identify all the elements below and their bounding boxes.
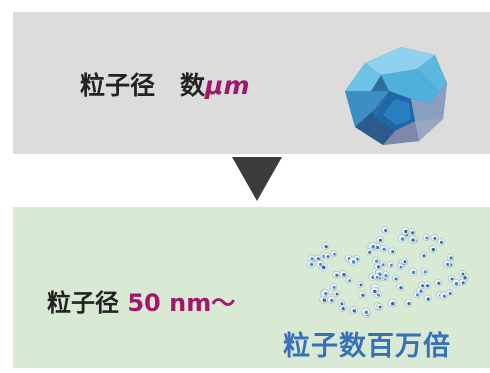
nanoparticle-cluster-icon xyxy=(306,226,469,319)
nanoparticle-dot xyxy=(372,256,380,265)
nanoparticle-dot xyxy=(392,274,399,282)
nanoparticle-dot xyxy=(379,260,386,268)
nanoparticle-dot xyxy=(439,291,448,300)
nanoparticle-dot xyxy=(319,295,329,304)
nanoparticle-dot xyxy=(327,295,336,304)
nanoparticle-dot xyxy=(337,299,345,307)
nanoparticle-dot xyxy=(430,234,438,242)
large-particle-panel: 粒子径 数μm xyxy=(13,12,490,154)
nanoparticle-dot xyxy=(358,290,367,299)
particle-size-value: 数 xyxy=(180,71,206,100)
particle-count-note: 粒子数百万倍 xyxy=(283,331,451,362)
down-triangle-arrow-icon xyxy=(232,157,282,201)
nanoparticle-dot xyxy=(339,270,348,279)
nanoparticle-dot xyxy=(458,278,467,286)
nanoparticle-dot xyxy=(356,280,364,288)
nanoparticle-dot xyxy=(323,252,331,260)
nanoparticle-dot xyxy=(418,281,426,289)
nanoparticle-dot xyxy=(345,276,353,284)
nanoparticle-dot xyxy=(404,299,413,307)
nanoparticle-dot xyxy=(376,303,383,310)
nanoparticle-dot xyxy=(388,247,396,255)
nanoparticle-dot xyxy=(332,270,340,279)
nanoparticle-dot xyxy=(396,263,404,270)
nanoparticle-dot xyxy=(437,238,445,246)
nanoparticle-dot xyxy=(321,242,330,250)
nanoparticle-dot xyxy=(307,254,316,262)
nanoparticle-dot xyxy=(422,233,430,241)
nanoparticle-dot xyxy=(423,281,432,290)
nanoparticle-dot xyxy=(446,253,455,262)
nanoparticle-dot xyxy=(434,278,443,287)
nanoparticle-dot xyxy=(387,298,397,308)
nanoparticle-dot xyxy=(329,283,338,291)
nanoparticle-dot xyxy=(420,267,429,275)
nanoparticle-dot xyxy=(397,234,406,243)
nanoparticle-size-label: 粒子径 xyxy=(47,289,119,317)
nanoparticle-dot xyxy=(373,273,380,281)
nanoparticle-dot xyxy=(316,260,324,268)
nanoparticle-dot xyxy=(387,261,395,268)
nanoparticle-dot xyxy=(361,307,370,316)
nanoparticle-dot xyxy=(381,226,389,234)
particle-size-label: 粒子径 xyxy=(80,71,156,100)
nanoparticle-dot xyxy=(349,306,358,315)
nanoparticle-dot xyxy=(348,256,358,266)
truncated-octahedron-particle-icon xyxy=(345,47,447,145)
nanoparticle-dot xyxy=(365,248,373,256)
nanoparticle-dot xyxy=(408,235,417,244)
nanoparticle-dot xyxy=(330,250,338,257)
nanoparticle-dot xyxy=(420,251,427,259)
nanoparticle-dot xyxy=(321,289,330,298)
nanoparticle-dot xyxy=(368,241,377,251)
nanoparticle-dot xyxy=(459,270,466,277)
nanoparticle-dot xyxy=(396,283,405,291)
nanoparticle-caption: 粒子径 50 nm〜 xyxy=(47,283,235,318)
nanoparticle-dot xyxy=(443,260,451,268)
nanoparticle-dot xyxy=(447,275,455,282)
nanoparticle-dot xyxy=(333,290,340,297)
nanoparticle-size-value: 50 nm〜 xyxy=(127,289,236,317)
nanoparticle-dot xyxy=(375,235,384,244)
nanoparticle-dot xyxy=(428,244,437,253)
nanoparticle-dot xyxy=(408,267,418,277)
particle-size-unit: μm xyxy=(205,71,250,100)
nanoparticle-dot xyxy=(379,244,388,253)
nanoparticle-dot xyxy=(451,278,461,288)
large-particle-caption: 粒子径 数μm xyxy=(80,66,250,102)
nanoparticle-dot xyxy=(401,226,410,236)
nanoparticle-dot xyxy=(423,294,432,303)
nanoparticle-dot xyxy=(400,257,408,265)
nanoparticle-dot xyxy=(369,286,379,296)
